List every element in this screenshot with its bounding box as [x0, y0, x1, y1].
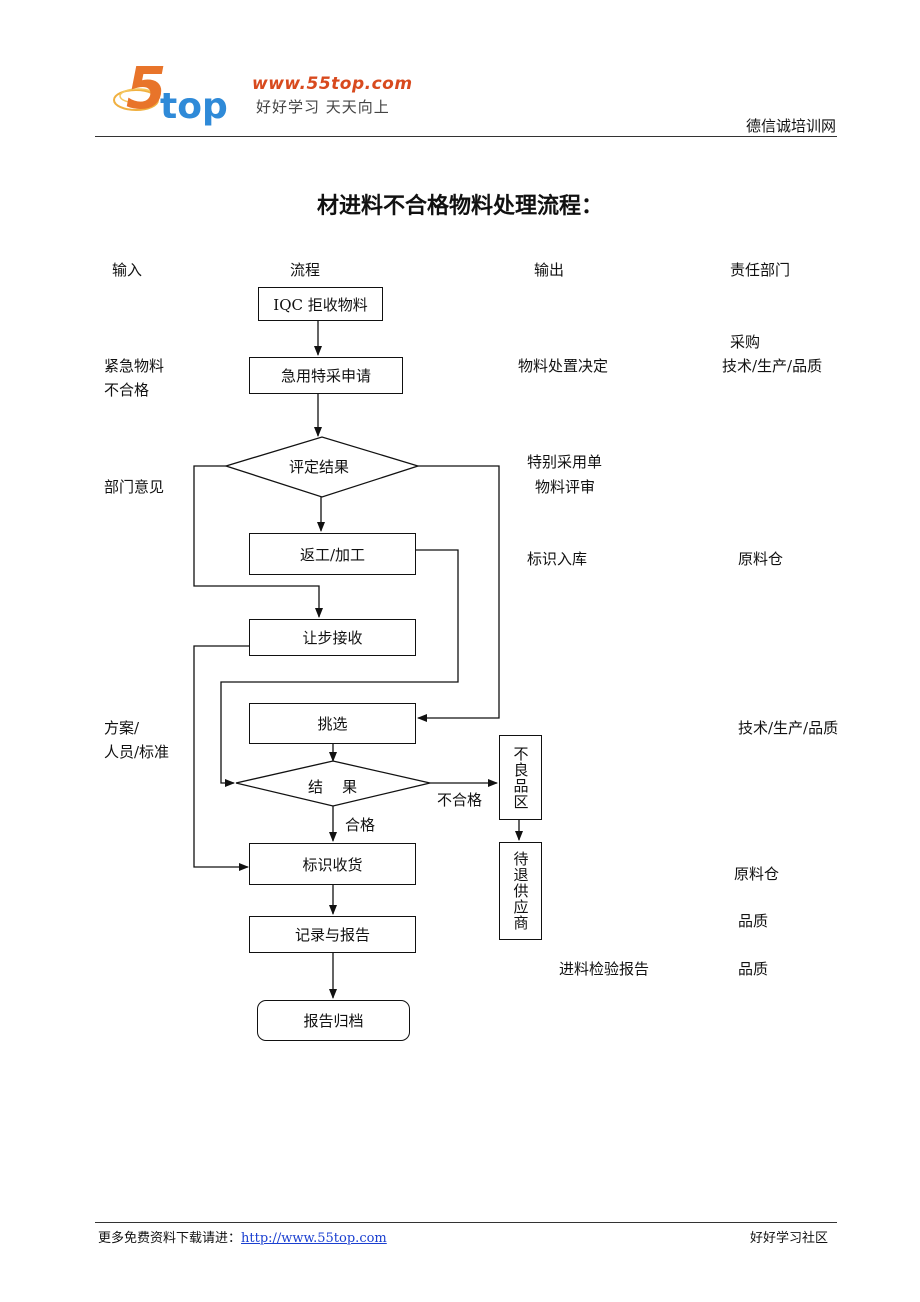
node-sorting: 挑选	[249, 703, 416, 744]
dept-raw-warehouse-1: 原料仓	[738, 550, 784, 568]
header-rule	[95, 136, 837, 137]
decision-evaluate-shape	[223, 436, 421, 498]
node-report-archive: 报告归档	[257, 1000, 410, 1041]
header-site-name: 德信诚培训网	[745, 117, 836, 135]
dept-purchase: 采购	[730, 333, 761, 351]
output-special-line1: 特别采用单	[527, 453, 603, 471]
edge-rework-result	[220, 549, 459, 787]
dept-tech-2: 技术/生产/品质	[738, 719, 839, 737]
edge-label-fail: 不合格	[437, 791, 483, 809]
logo-digit: 5	[126, 54, 166, 122]
dept-quality-1: 品质	[738, 912, 769, 930]
column-heading-input: 输入	[112, 261, 143, 279]
column-heading-process: 流程	[290, 261, 321, 279]
footer-right: 好好学习社区	[749, 1231, 828, 1246]
footer-left-text: 更多免费资料下载请进：	[98, 1231, 242, 1246]
node-urgent-apply: 急用特采申请	[249, 357, 403, 394]
input-dept-opinion: 部门意见	[104, 478, 165, 496]
node-result-label: 结 果	[308, 778, 358, 796]
input-plan-line1: 方案/	[104, 719, 140, 737]
input-urgent-line1: 紧急物料	[104, 357, 165, 375]
dept-tech-1: 技术/生产/品质	[722, 357, 823, 375]
output-inspection-report: 进料检验报告	[559, 960, 650, 978]
node-label-receive: 标识收货	[249, 843, 416, 885]
edge-evaluate-concession	[193, 465, 323, 618]
logo-url: www.55top.com	[252, 74, 413, 94]
logo-word: top	[160, 86, 228, 127]
node-defect-area: 不良品区	[499, 735, 542, 820]
footer-left: 更多免费资料下载请进：http://www.55top.com	[98, 1227, 387, 1246]
document-title: 材进料不合格物料处理流程：	[316, 194, 603, 219]
node-evaluate-label: 评定结果	[289, 458, 350, 476]
footer-link[interactable]: http://www.55top.com	[241, 1231, 387, 1246]
logo-slogan: 好好学习 天天向上	[256, 98, 390, 116]
column-heading-output: 输出	[534, 261, 565, 279]
output-decision: 物料处置决定	[518, 357, 609, 375]
edge-evaluate-sorting	[417, 465, 500, 722]
input-urgent-line2: 不合格	[104, 381, 150, 399]
node-iqc-reject: IQC 拒收物料	[258, 287, 383, 321]
input-plan-line2: 人员/标准	[104, 743, 170, 761]
edge-label-pass: 合格	[345, 816, 376, 834]
dept-raw-warehouse-2: 原料仓	[734, 865, 780, 883]
node-rework: 返工/加工	[249, 533, 416, 575]
dept-quality-2: 品质	[738, 960, 769, 978]
footer-rule	[95, 1222, 837, 1223]
node-return-supplier: 待退供应商	[499, 842, 542, 940]
column-heading-dept: 责任部门	[730, 261, 791, 279]
node-concession: 让步接收	[249, 619, 416, 656]
edge-concession-receive	[193, 645, 250, 871]
decision-result-shape	[235, 760, 431, 807]
node-record-report: 记录与报告	[249, 916, 416, 953]
logo: 5 top	[113, 54, 228, 127]
output-special-line2: 物料评审	[535, 478, 596, 496]
output-label-store: 标识入库	[527, 550, 588, 568]
